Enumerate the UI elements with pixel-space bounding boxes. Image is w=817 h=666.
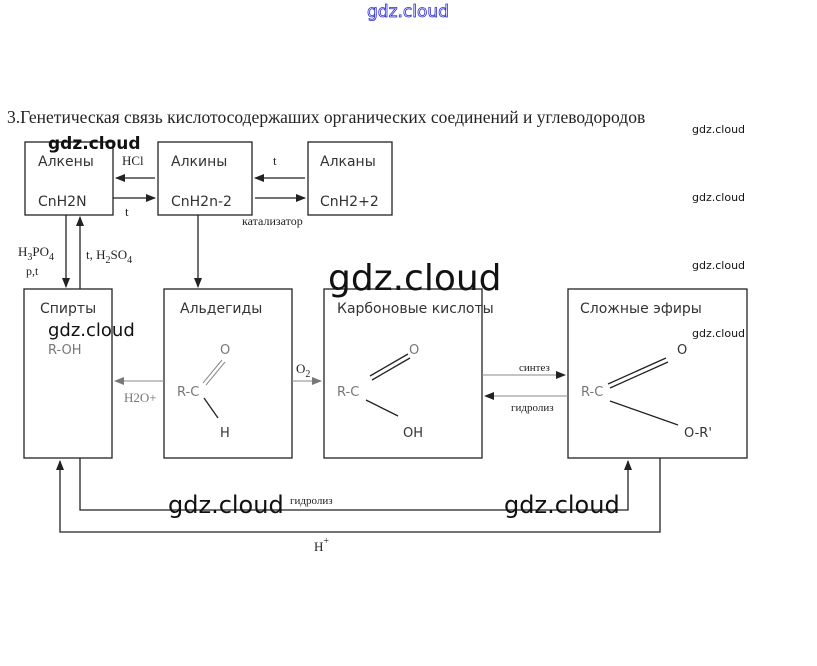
box-aldehydes: Альдегиды O R-C H [163,288,293,459]
esters-name: Сложные эфиры [580,301,702,317]
label-o2: O2 [296,361,310,380]
box-alkenes: Алкены CnH2N [24,141,114,216]
alkynes-name: Алкины [171,154,227,170]
diagram-title: 3.Генетическая связь кислотосодержаших о… [7,107,645,127]
ester-single-bond [609,400,679,426]
alkenes-name: Алкены [38,154,94,170]
aldehydes-name: Альдегиды [180,301,262,317]
label-hydrolysis-1: гидролиз [511,402,554,414]
watermark-esters: gdz.cloud [692,327,745,340]
alcohols-formula: R-OH [48,343,82,358]
aldehyde-double-bond-2 [205,361,226,386]
alkynes-formula: CnH2n-2 [171,194,232,210]
ester-double-bond-2 [609,361,669,389]
acid-single-bond [365,399,399,417]
aldehydes-h: H [220,426,230,441]
label-h-plus: H+ [314,536,329,554]
label-hydrolysis-2: гидролиз [290,495,333,507]
watermark-alcohols: gdz.cloud [48,320,135,341]
arrow-alcohols-to-esters [79,458,632,511]
watermark-bottom-right: gdz.cloud [504,491,620,519]
alkanes-formula: CnH2+2 [320,194,379,210]
watermark-alkenes: gdz.cloud [48,134,141,154]
esters-o: O [677,343,687,358]
esters-or: O-R' [684,426,712,441]
label-t-h2so4: t, H2SO4 [86,247,132,266]
acids-o: O [409,343,419,358]
alcohols-name: Спирты [40,301,96,317]
label-pt: p,t [26,264,39,278]
box-alkynes: Алкины CnH2n-2 [157,141,253,216]
acids-oh: OH [403,426,423,441]
watermark-bottom-left: gdz.cloud [168,491,284,519]
label-hcl: HCl [122,153,144,168]
acids-name: Карбоновые кислоты [337,301,494,317]
aldehyde-double-bond-1 [202,359,223,384]
box-carboxylic-acids: Карбоновые кислоты O R-C OH [323,288,494,459]
label-h3po4: H3PO4 [18,244,54,263]
label-catalyst: катализатор [242,214,303,228]
arrow-esters-to-alcohols [56,458,661,533]
box-alkanes: Алканы CnH2+2 [307,141,393,216]
ester-double-bond-1 [607,357,667,385]
label-t-2: t [273,153,277,168]
acids-rc: R-C [337,385,359,400]
watermark-small-1: gdz.cloud [692,123,745,136]
watermark-large-center: gdz.cloud [328,258,502,299]
acid-double-bond-1 [369,353,409,377]
watermark-top: gdz.cloud [367,2,449,22]
acid-double-bond-2 [371,357,411,381]
watermark-small-3: gdz.cloud [692,259,745,272]
label-h2o: H2O+ [124,390,157,405]
watermark-small-2: gdz.cloud [692,191,745,204]
label-t-1: t [125,204,129,219]
box-esters: Сложные эфиры O R-C O-R' [567,288,748,459]
alkanes-name: Алканы [320,154,376,170]
aldehydes-o: O [220,343,230,358]
aldehyde-single-bond [203,397,219,419]
aldehydes-rc: R-C [177,385,199,400]
alkenes-formula: CnH2N [38,194,87,210]
box-alcohols: Спирты R-OH [23,288,113,459]
label-synthesis: синтез [519,362,550,374]
esters-rc: R-C [581,385,603,400]
